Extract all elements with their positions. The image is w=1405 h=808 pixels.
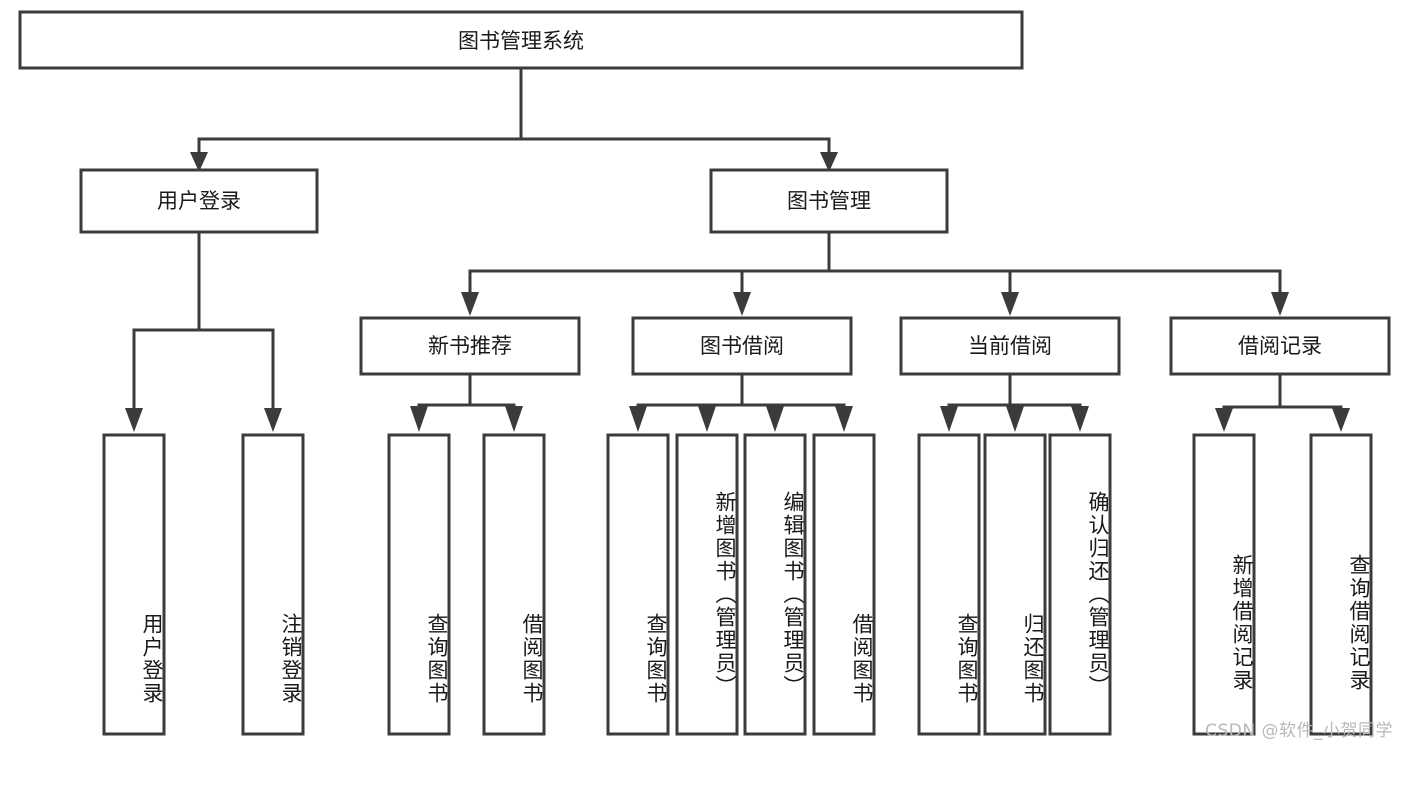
arrow-head-leaf-add-record — [1215, 408, 1233, 432]
node-box-new-book-recommend[interactable] — [359, 316, 581, 376]
arrow-head-leaf-logout — [264, 408, 282, 432]
node-box-leaf-query-book-current[interactable] — [917, 433, 981, 736]
node-box-leaf-logout[interactable] — [241, 433, 305, 736]
node-label-root: 图书管理系统 — [458, 29, 584, 53]
node-box-leaf-add-book[interactable] — [675, 433, 739, 736]
node-box-leaf-add-record[interactable] — [1192, 433, 1256, 736]
node-layer: 图书管理系统 用户登录 图书管理 新书推荐 图书借阅 当前借阅 借阅记录 — [18, 10, 1391, 736]
node-box-current-borrow[interactable] — [899, 316, 1121, 376]
node-box-leaf-user-login[interactable] — [102, 433, 166, 736]
node-box-leaf-borrow-book[interactable] — [812, 433, 876, 736]
functional-structure-diagram: 图书管理系统 用户登录 图书管理 新书推荐 图书借阅 当前借阅 借阅记录 — [18, 10, 1393, 741]
arrow-head-leaf-query-book-current — [940, 406, 958, 432]
node-box-root[interactable] — [18, 10, 1024, 70]
node-box-leaf-query-record[interactable] — [1309, 433, 1373, 736]
node-box-leaf-edit-book[interactable] — [743, 433, 807, 736]
node-label-new-book-recommend: 新书推荐 — [428, 334, 512, 358]
connector-layer — [125, 66, 1350, 432]
node-box-leaf-confirm-return[interactable] — [1048, 433, 1112, 736]
arrow-head-leaf-add-book — [698, 406, 716, 432]
node-box-book-management[interactable] — [709, 168, 949, 234]
arrow-head-new-book-recommend — [461, 292, 479, 316]
node-box-book-borrow[interactable] — [631, 316, 853, 376]
csdn-watermark: CSDN @软件_小贺同学 — [1205, 721, 1393, 741]
node-label-book-borrow: 图书借阅 — [700, 334, 784, 358]
node-label-borrow-records: 借阅记录 — [1238, 334, 1322, 358]
node-box-leaf-query-book-rec[interactable] — [387, 433, 451, 736]
node-label-book-management: 图书管理 — [787, 189, 871, 213]
arrow-head-book-management — [820, 152, 838, 172]
diagram-canvas: 图书管理系统 用户登录 图书管理 新书推荐 图书借阅 当前借阅 借阅记录 — [18, 10, 1391, 736]
arrow-head-leaf-query-book-borrow — [629, 406, 647, 432]
arrow-head-leaf-edit-book — [766, 406, 784, 432]
arrow-head-borrow-records — [1271, 292, 1289, 316]
arrow-head-current-borrow — [1001, 292, 1019, 316]
arrow-head-leaf-confirm-return — [1071, 406, 1089, 432]
arrow-head-leaf-query-book-rec — [410, 406, 428, 432]
node-box-leaf-return-book[interactable] — [983, 433, 1047, 736]
node-box-leaf-query-book-borrow[interactable] — [606, 433, 670, 736]
arrow-head-leaf-user-login — [125, 408, 143, 432]
arrow-head-user-login — [190, 152, 208, 172]
node-box-leaf-borrow-book-rec[interactable] — [482, 433, 546, 736]
arrow-head-leaf-query-record — [1332, 408, 1350, 432]
node-label-user-login: 用户登录 — [157, 189, 241, 213]
arrow-head-book-borrow — [733, 292, 751, 316]
node-box-user-login[interactable] — [79, 168, 319, 234]
node-box-borrow-records[interactable] — [1169, 316, 1391, 376]
arrow-head-leaf-return-book — [1006, 406, 1024, 432]
arrow-head-leaf-borrow-book-rec — [505, 406, 523, 432]
arrow-head-leaf-borrow-book — [835, 406, 853, 432]
node-label-current-borrow: 当前借阅 — [968, 334, 1052, 358]
